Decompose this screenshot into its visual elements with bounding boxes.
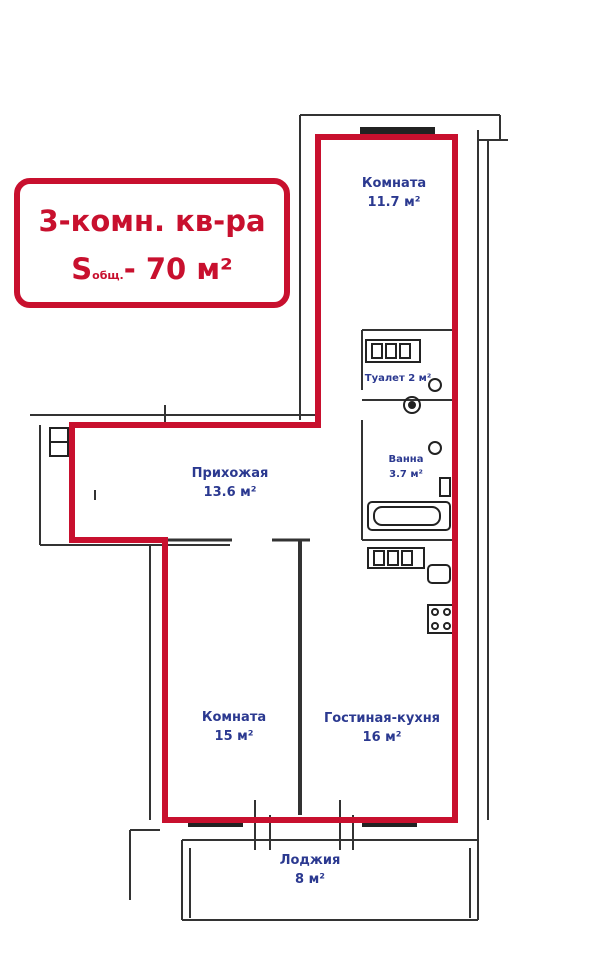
room-name: Туалет 2 м² [364, 373, 432, 384]
room-name: Лоджия [279, 853, 341, 868]
room-area: 16 м² [362, 730, 402, 745]
room-name: Комната [361, 176, 427, 191]
area-subscript: общ. [92, 269, 124, 282]
fixtures [365, 339, 455, 634]
room-top-label: Комната 11.7 м² [362, 174, 426, 212]
bath-label: Ванна 3.7 м² [389, 452, 424, 482]
hallway-label: Прихожая 13.6 м² [192, 464, 269, 502]
total-area: Sобщ.- 70 м² [20, 252, 284, 293]
sink-icon [428, 378, 442, 392]
room-name: Комната [201, 710, 267, 725]
room-area: 11.7 м² [367, 195, 421, 210]
kitchen-label: Гостиная-кухня 16 м² [324, 709, 440, 747]
room-area: 13.6 м² [203, 485, 257, 500]
room-name: Прихожая [191, 466, 269, 481]
toilet-icon [403, 396, 421, 414]
building-walls [30, 114, 508, 921]
room-left-label: Комната 15 м² [202, 708, 266, 746]
area-prefix: S [71, 252, 93, 286]
room-area: 8 м² [295, 872, 325, 887]
apartment-type: 3-комн. кв-ра [38, 204, 266, 238]
room-name: Ванна [388, 454, 424, 465]
bathtub-icon [367, 501, 451, 531]
room-area: 3.7 м² [389, 469, 423, 480]
apartment-summary-badge: 3-комн. кв-ра Sобщ.- 70 м² [14, 178, 290, 308]
loggia-label: Лоджия 8 м² [280, 851, 341, 889]
room-area: 15 м² [214, 729, 254, 744]
toilet-label: Туалет 2 м² [365, 371, 431, 386]
area-value: - 70 м² [123, 252, 233, 286]
cabinet-icon [365, 339, 421, 363]
stove-icon [427, 604, 455, 634]
apartment-outline [69, 134, 458, 823]
room-name: Гостиная-кухня [323, 711, 441, 726]
